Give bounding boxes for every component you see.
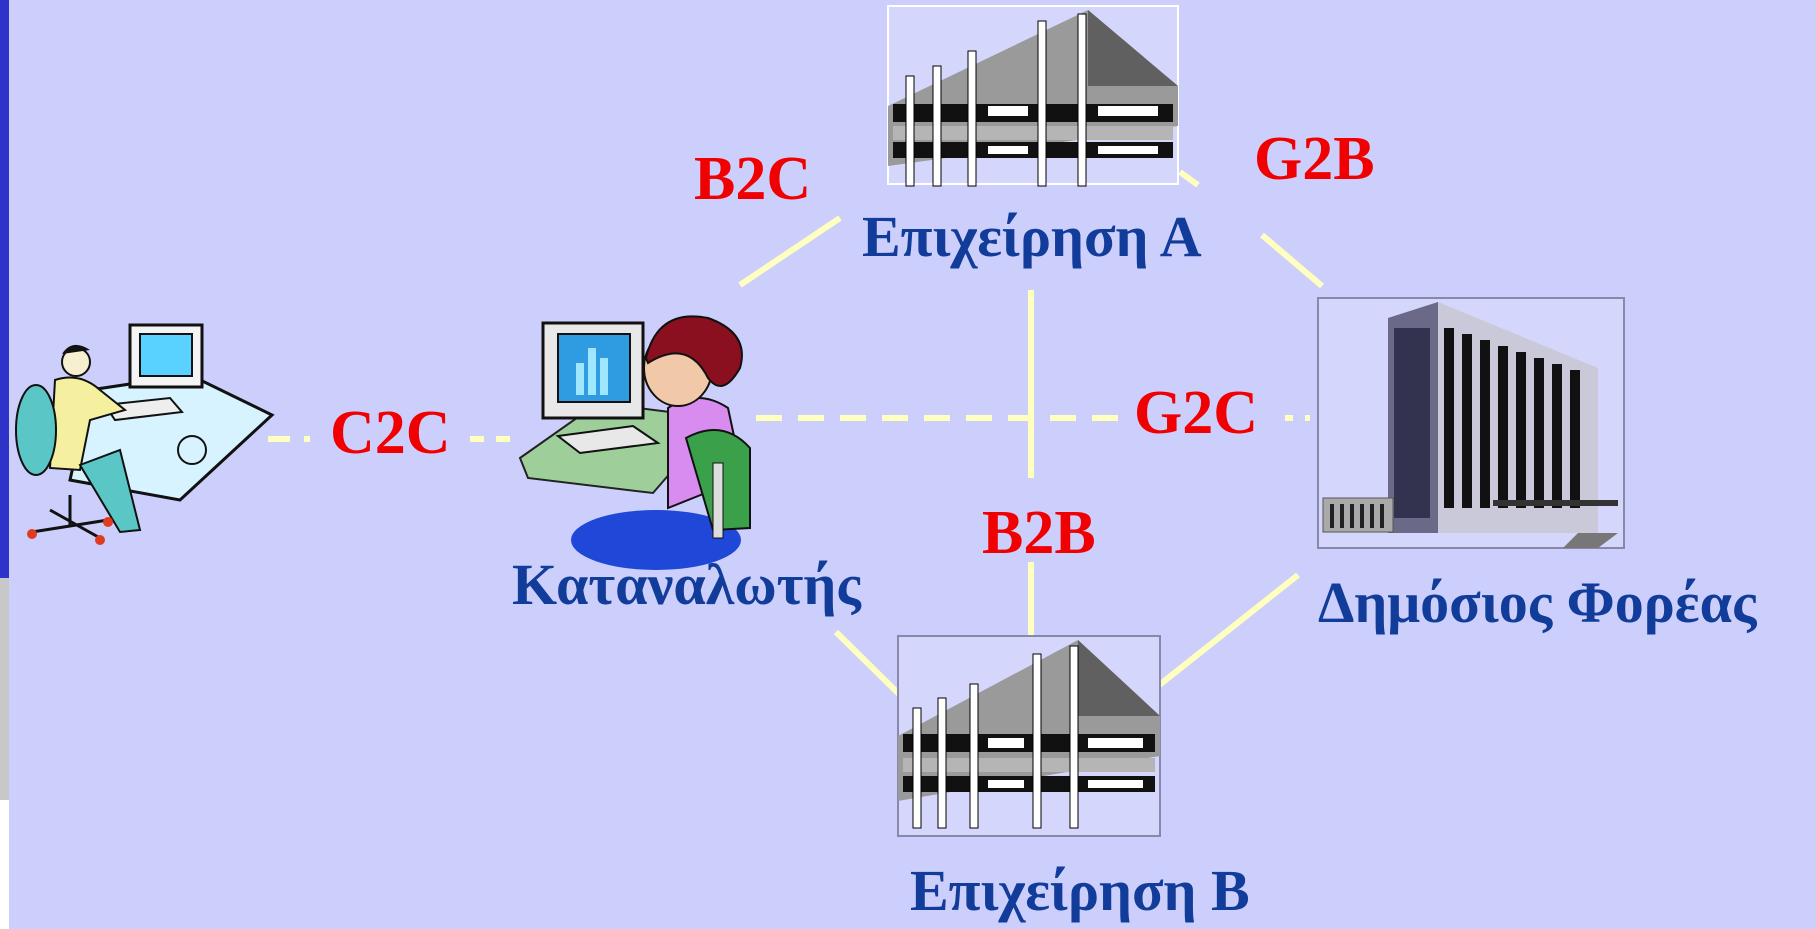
left-edge-bar-white — [0, 800, 9, 929]
business-a-label: Επιχείρηση Α — [862, 204, 1202, 269]
c2c-label: C2C — [330, 399, 451, 467]
building-b-icon — [897, 635, 1161, 837]
government-label: Δημόσιος Φορέας — [1318, 570, 1757, 635]
business-b-label: Επιχείρηση Β — [910, 858, 1250, 923]
consumer-computer-icon — [518, 315, 751, 570]
b2b-label: B2B — [982, 499, 1096, 567]
consumer-b-connector — [833, 629, 903, 698]
left-edge-bar-gray — [0, 578, 9, 800]
b2c-connector — [738, 215, 842, 288]
government-building-icon — [1317, 297, 1625, 549]
person-at-desk-icon — [15, 323, 275, 545]
gov-b-connector — [1146, 572, 1300, 697]
consumer-label: Καταναλωτής — [512, 552, 861, 617]
building-a-icon — [887, 5, 1179, 187]
g2b-connector-top — [1178, 169, 1200, 188]
g2c-label: G2C — [1134, 379, 1258, 447]
g2b-label: G2B — [1254, 125, 1375, 193]
left-edge-bar — [0, 0, 9, 578]
b2c-label: B2C — [694, 145, 812, 213]
g2b-connector — [1260, 232, 1324, 289]
